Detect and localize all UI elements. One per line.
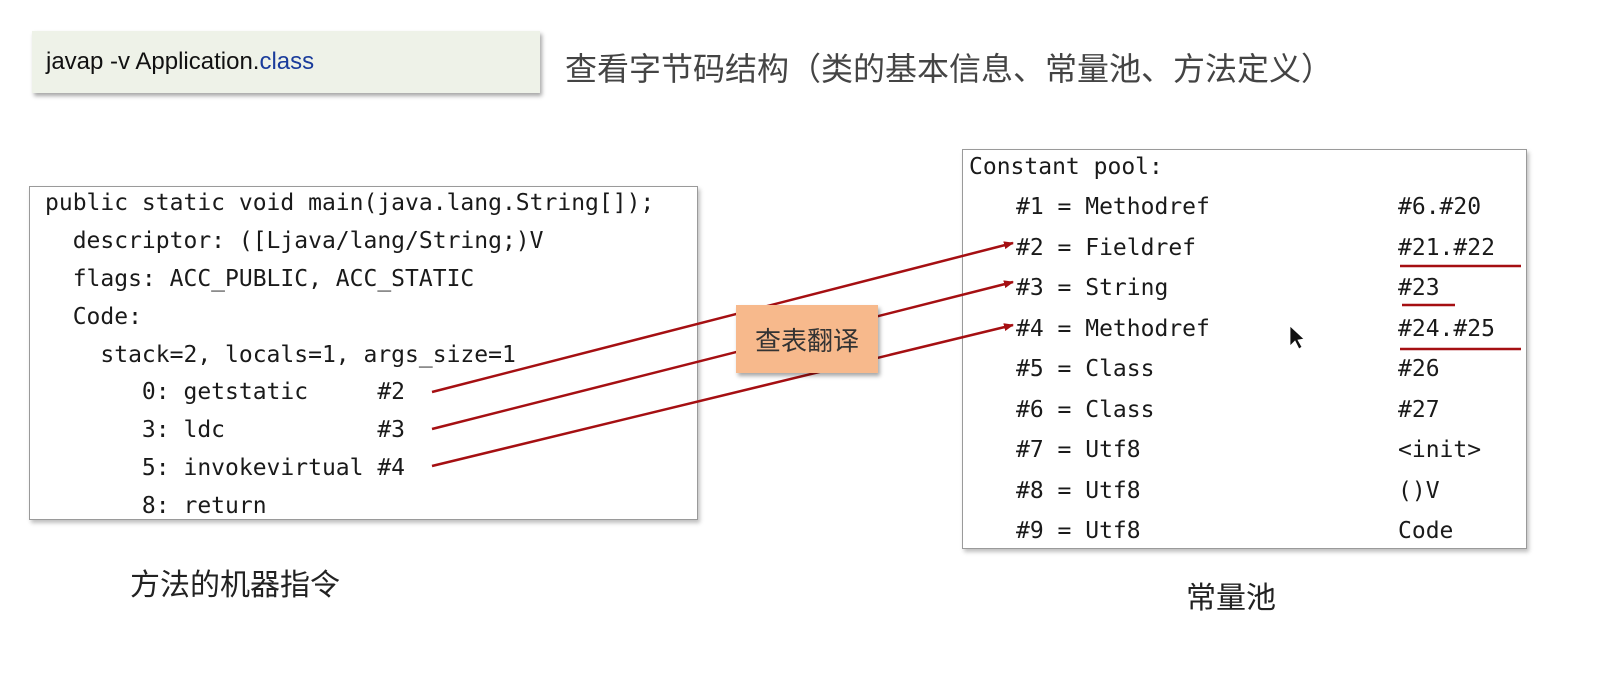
pool-entry-ref: #9 = Utf8	[1016, 518, 1141, 544]
code-line-descriptor: descriptor: ([Ljava/lang/String;)V	[45, 228, 544, 254]
pool-entry-value: #6.#20	[1398, 194, 1482, 220]
code-line-getstatic: 0: getstatic #2	[45, 379, 406, 405]
code-line-ldc: 3: ldc #3	[45, 417, 406, 443]
pool-entry-ref: #3 = String	[1016, 275, 1169, 301]
pool-entry-ref: #4 = Methodref	[1016, 316, 1210, 342]
command-box: javap -v Application.class	[32, 31, 540, 93]
mouse-cursor-icon	[1289, 325, 1305, 350]
pool-entry-value: #27	[1398, 397, 1440, 423]
constant-pool-caption: 常量池	[1186, 581, 1276, 616]
arrow-ldc-to-string	[431, 280, 1014, 431]
pool-entry-ref: #5 = Class	[1016, 356, 1155, 382]
method-caption: 方法的机器指令	[130, 568, 340, 603]
pool-entry-ref: #2 = Fieldref	[1016, 235, 1197, 261]
pool-entry-ref: #6 = Class	[1016, 397, 1155, 423]
pool-entry-value: #26	[1398, 356, 1440, 382]
pool-entry-value: ()V	[1398, 478, 1440, 504]
page-title: 查看字节码结构（类的基本信息、常量池、方法定义）	[565, 50, 1334, 88]
code-line-return: 8: return	[45, 493, 267, 519]
command-text: javap -v Application.	[46, 48, 260, 75]
lookup-translate-box: 查表翻译	[736, 305, 878, 373]
pool-entry-value: #21.#22	[1398, 235, 1495, 261]
pool-entry-ref: #7 = Utf8	[1016, 437, 1141, 463]
code-line-stack: stack=2, locals=1, args_size=1	[45, 342, 516, 368]
pool-entry-value: <init>	[1398, 437, 1482, 463]
pool-entry-ref: #1 = Methodref	[1016, 194, 1210, 220]
command-keyword: class	[259, 48, 315, 75]
arrow-invokevirtual-to-methodref	[431, 323, 1014, 468]
pool-entry-value: Code	[1398, 518, 1454, 544]
code-line-method-signature: public static void main(java.lang.String…	[45, 190, 655, 216]
pool-entry-value: #24.#25	[1398, 316, 1495, 342]
code-line-invokevirtual: 5: invokevirtual #4	[45, 455, 406, 481]
pool-entry-ref: #8 = Utf8	[1016, 478, 1141, 504]
code-line-code: Code:	[45, 304, 142, 330]
arrow-getstatic-to-fieldref	[431, 241, 1014, 394]
code-line-flags: flags: ACC_PUBLIC, ACC_STATIC	[45, 266, 475, 292]
pool-entry-value: #23	[1398, 275, 1440, 301]
constant-pool-title: Constant pool:	[969, 154, 1163, 180]
